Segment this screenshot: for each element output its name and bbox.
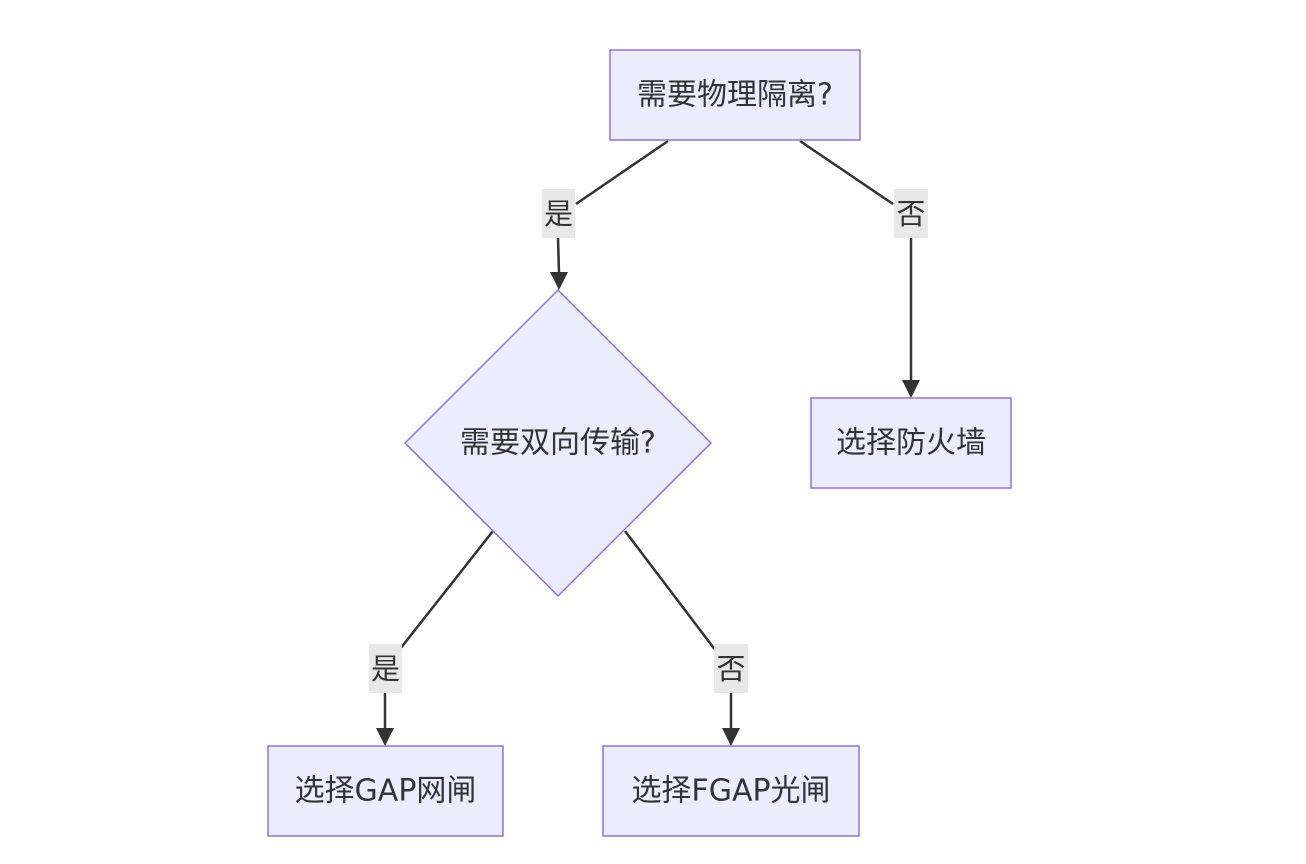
edge-label-bidirectional-yes: 是 (369, 644, 402, 693)
node-fgap-optical-gateway: 选择FGAP光闸 (602, 745, 860, 837)
node-label: 需要双向传输? (460, 426, 656, 461)
node-bidirectional-transfer: 需要双向传输? (403, 288, 713, 598)
edge-isolation-no (799, 139, 920, 398)
node-firewall: 选择防火墙 (810, 397, 1012, 489)
node-label: 需要物理隔离? (637, 78, 833, 113)
edge-isolation-yes (550, 139, 669, 290)
edge-label-text: 是 (371, 652, 400, 686)
edge-label-isolation-yes: 是 (542, 189, 575, 238)
node-gap-gateway: 选择GAP网闸 (267, 745, 504, 837)
edge-label-text: 否 (896, 197, 925, 231)
edge-bidirectional-no (624, 530, 740, 746)
edge-label-text: 是 (544, 197, 573, 231)
edge-label-bidirectional-no: 否 (714, 644, 748, 693)
node-physical-isolation: 需要物理隔离? (609, 49, 861, 141)
node-label: 选择GAP网闸 (295, 774, 477, 809)
edge-label-isolation-no: 否 (894, 189, 928, 238)
edge-bidirectional-yes (376, 530, 494, 746)
node-label: 选择FGAP光闸 (631, 774, 830, 809)
node-label: 选择防火墙 (836, 426, 986, 461)
edge-label-text: 否 (716, 652, 745, 686)
